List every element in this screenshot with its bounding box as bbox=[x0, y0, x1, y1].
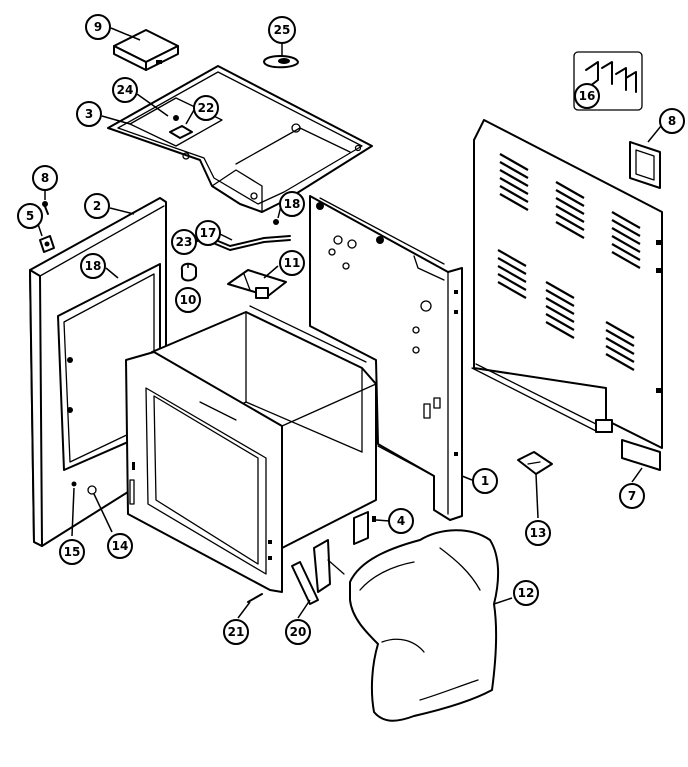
callout-label: 5 bbox=[26, 209, 34, 223]
callout-13: 13 bbox=[525, 520, 551, 546]
callout-9: 9 bbox=[85, 14, 111, 40]
callout-label: 24 bbox=[117, 83, 134, 97]
callout-22: 22 bbox=[193, 95, 219, 121]
callout-24: 24 bbox=[112, 77, 138, 103]
part-4-bracket bbox=[353, 511, 376, 545]
callout-5: 5 bbox=[17, 203, 43, 229]
callout-20: 20 bbox=[285, 619, 311, 645]
callout-12: 12 bbox=[513, 580, 539, 606]
callout-10: 10 bbox=[175, 287, 201, 313]
callout-1: 1 bbox=[472, 468, 498, 494]
rear-panel bbox=[471, 119, 663, 471]
callout-8-left: 8 bbox=[32, 165, 58, 191]
callout-11: 11 bbox=[279, 250, 305, 276]
callout-14: 14 bbox=[107, 533, 133, 559]
center-parts-group bbox=[180, 219, 291, 299]
oven-cavity bbox=[125, 305, 377, 593]
part-5-bracket bbox=[39, 235, 55, 253]
callout-7: 7 bbox=[619, 483, 645, 509]
callout-label: 8 bbox=[668, 114, 676, 128]
part-20-hinge bbox=[291, 539, 345, 605]
callout-label: 12 bbox=[518, 586, 535, 600]
callout-label: 21 bbox=[228, 625, 245, 639]
callout-label: 16 bbox=[579, 89, 596, 103]
part-25-insulator bbox=[263, 55, 299, 69]
callout-15: 15 bbox=[59, 539, 85, 565]
callout-label: 9 bbox=[94, 20, 102, 34]
callout-2: 2 bbox=[84, 193, 110, 219]
callout-label: 4 bbox=[397, 514, 405, 528]
callout-21: 21 bbox=[223, 619, 249, 645]
callout-23: 23 bbox=[171, 229, 197, 255]
callout-label: 11 bbox=[284, 256, 301, 270]
callout-label: 23 bbox=[176, 235, 193, 249]
top-panel bbox=[107, 65, 373, 213]
callout-3: 3 bbox=[76, 101, 102, 127]
callout-label: 20 bbox=[290, 625, 307, 639]
leader-lines bbox=[35, 27, 662, 619]
callout-25: 25 bbox=[268, 16, 296, 44]
part-12-insulation bbox=[349, 529, 500, 722]
callout-label: 22 bbox=[198, 101, 215, 115]
callout-label: 18 bbox=[284, 197, 301, 211]
callout-label: 18 bbox=[85, 259, 102, 273]
callout-4: 4 bbox=[388, 508, 414, 534]
callout-label: 10 bbox=[180, 293, 197, 307]
callout-label: 8 bbox=[41, 171, 49, 185]
callout-18-left: 18 bbox=[80, 253, 106, 279]
callout-label: 14 bbox=[112, 539, 129, 553]
part-8-bracket bbox=[629, 141, 661, 189]
callout-label: 7 bbox=[628, 489, 636, 503]
callout-label: 13 bbox=[530, 526, 547, 540]
callout-8-right: 8 bbox=[659, 108, 685, 134]
callout-label: 15 bbox=[64, 545, 81, 559]
right-side-panel bbox=[309, 195, 463, 521]
callout-16: 16 bbox=[574, 83, 600, 109]
callout-label: 2 bbox=[93, 199, 101, 213]
callout-label: 25 bbox=[274, 23, 291, 37]
part-16-clips bbox=[573, 51, 643, 111]
callout-17: 17 bbox=[195, 220, 221, 246]
callout-label: 1 bbox=[481, 474, 489, 488]
part-9-module bbox=[113, 29, 179, 71]
callout-label: 17 bbox=[200, 226, 217, 240]
callout-18-center: 18 bbox=[279, 191, 305, 217]
part-13-bracket bbox=[517, 451, 553, 475]
callout-label: 3 bbox=[85, 107, 93, 121]
